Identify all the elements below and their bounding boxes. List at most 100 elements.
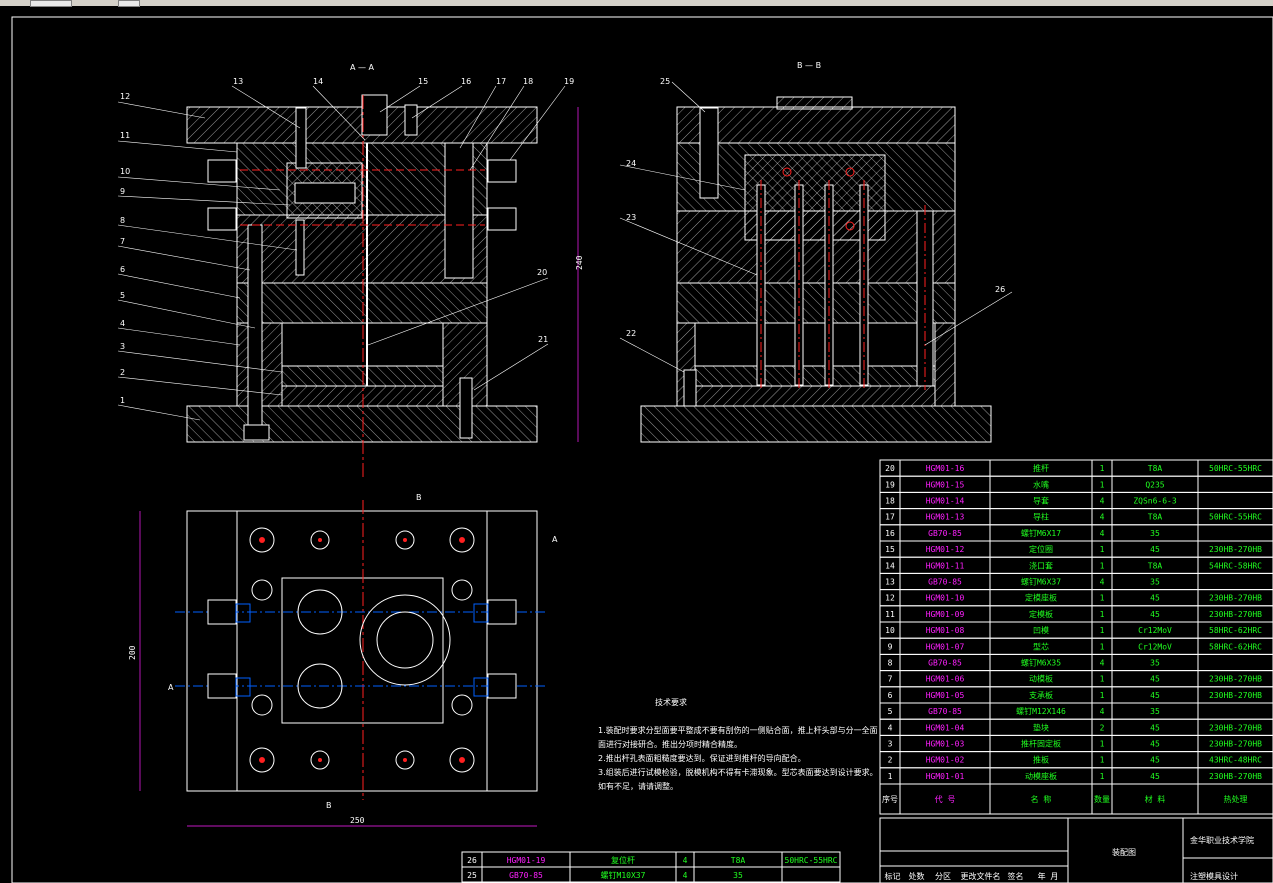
- bom-cell-mat: 45: [1150, 594, 1160, 603]
- bom-lower-cell-qty: 4: [683, 856, 688, 865]
- title-col-label: 分区: [935, 872, 951, 881]
- bom-cell-name: 动模座板: [1025, 771, 1057, 781]
- plan-label-b: B: [416, 493, 422, 502]
- bom-cell-qty: 4: [1100, 497, 1105, 506]
- bom-cell-name: 支承板: [1029, 690, 1053, 700]
- balloon-11: 11: [120, 131, 130, 140]
- balloon-7: 7: [120, 237, 125, 246]
- bom-cell-no: 11: [885, 610, 895, 619]
- bom-cell-note: 热处理: [1224, 794, 1248, 804]
- bom-cell-mat: T8A: [1148, 464, 1163, 473]
- notes-line-3: 2.推出杆孔表面粗糙度要达到。保证进到推杆的导向配合。: [598, 753, 806, 763]
- screw: [295, 107, 307, 169]
- bom-cell-code: HGM01-06: [926, 675, 965, 684]
- balloon-15: 15: [418, 77, 428, 86]
- bom-cell-qty: 4: [1100, 578, 1105, 587]
- bom-cell-mat: 35: [1150, 707, 1160, 716]
- balloon-26: 26: [995, 285, 1005, 294]
- long-screw: [247, 224, 263, 426]
- bom-cell-qty: 4: [1100, 529, 1105, 538]
- balloon-13: 13: [233, 77, 243, 86]
- balloon-18: 18: [523, 77, 533, 86]
- bom-cell-mat: 45: [1150, 610, 1160, 619]
- bom-cell-no: 16: [885, 529, 895, 538]
- title-block: [879, 817, 1273, 883]
- balloon-25: 25: [660, 77, 670, 86]
- bom-cell-name: 垫块: [1033, 722, 1049, 732]
- bom-cell-name: 推板: [1033, 755, 1049, 765]
- tab[interactable]: [118, 0, 140, 7]
- tab[interactable]: [30, 0, 72, 7]
- sprue-bushing: [361, 94, 388, 136]
- title-col-label: 处数: [909, 871, 925, 881]
- bom-cell-qty: 2: [1100, 723, 1105, 732]
- bom-cell-qty: 1: [1100, 642, 1105, 651]
- bom-lower-cell-name: 螺钉M10X37: [601, 870, 646, 880]
- bom-cell-code: GB70-85: [928, 529, 962, 538]
- bom-cell-name: 名 称: [1031, 794, 1052, 804]
- bom-lower-cell-mat: 35: [733, 871, 743, 880]
- bom-cell-name: 定模板: [1029, 609, 1053, 619]
- screw: [404, 104, 418, 136]
- section-bb-view: B — B: [619, 61, 1013, 443]
- bom-cell-mat: 45: [1150, 691, 1160, 700]
- bom-cell-code: HGM01-08: [926, 626, 965, 635]
- balloon-3: 3: [120, 342, 125, 351]
- bom-cell-qty: 1: [1100, 675, 1105, 684]
- bom-cell-no: 19: [885, 480, 895, 489]
- bom-cell-name: 定位圈: [1029, 544, 1053, 554]
- balloon-17: 17: [496, 77, 506, 86]
- bom-cell-code: HGM01-15: [926, 480, 965, 489]
- balloon-12: 12: [120, 92, 130, 101]
- balloon-10: 10: [120, 167, 130, 176]
- bom-cell-qty: 4: [1100, 513, 1105, 522]
- bom-cell-code: 代 号: [935, 794, 956, 804]
- bom-cell-code: HGM01-01: [926, 772, 965, 781]
- bom-cell-note: 230HB-270HB: [1209, 594, 1262, 603]
- bom-cell-no: 3: [888, 740, 893, 749]
- bom-lower-cell-no: 26: [467, 856, 477, 865]
- plan-outline: [186, 510, 538, 792]
- screw: [295, 219, 305, 276]
- balloon-14: 14: [313, 77, 323, 86]
- bom-cell-mat: 45: [1150, 545, 1160, 554]
- support-plate: [236, 282, 488, 324]
- title-col-label: 年 月: [1038, 871, 1059, 881]
- plan-label-a: A: [168, 683, 174, 692]
- bom-cell-qty: 1: [1100, 464, 1105, 473]
- balloon-8: 8: [120, 216, 125, 225]
- balloon-4: 4: [120, 319, 125, 328]
- bom-cell-note: 58HRC-62HRC: [1209, 626, 1262, 635]
- bom-cell-no: 序号: [882, 794, 898, 804]
- bom-cell-name: 浇口套: [1029, 560, 1053, 570]
- bom-lower-cell-name: 复位杆: [611, 855, 635, 865]
- bom-cell-name: 螺钉M6X37: [1021, 577, 1061, 587]
- bom-cell-code: HGM01-09: [926, 610, 965, 619]
- bom-cell-qty: 1: [1100, 691, 1105, 700]
- bom-lower-cell-qty: 4: [683, 871, 688, 880]
- window-top-strip: [0, 0, 1273, 7]
- balloon-1: 1: [120, 396, 125, 405]
- bom-cell-code: HGM01-14: [926, 497, 965, 506]
- bom-cell-mat: Q235: [1145, 480, 1164, 489]
- bom-cell-note: 230HB-270HB: [1209, 691, 1262, 700]
- guide-pillar: [444, 142, 474, 279]
- balloon-2: 2: [120, 368, 125, 377]
- bom-cell-no: 15: [885, 545, 895, 554]
- bom-cell-no: 4: [888, 723, 893, 732]
- bom-cell-mat: 35: [1150, 659, 1160, 668]
- bom-cell-no: 17: [885, 513, 895, 522]
- section-label-aa: A — A: [350, 63, 375, 72]
- bom-cell-mat: 35: [1150, 578, 1160, 587]
- balloon-21: 21: [538, 335, 548, 344]
- plan-label-b-bottom: B: [326, 801, 332, 810]
- section-label-bb: B — B: [797, 61, 821, 70]
- bom-cell-mat: 35: [1150, 529, 1160, 538]
- bom-cell-mat: ZQSn6-6-3: [1133, 497, 1177, 506]
- bom-cell-code: HGM01-04: [926, 723, 965, 732]
- bom-cell-qty: 1: [1100, 561, 1105, 570]
- bom-cell-note: 230HB-270HB: [1209, 772, 1262, 781]
- bom-cell-note: 43HRC-48HRC: [1209, 756, 1262, 765]
- bom-cell-mat: T8A: [1148, 561, 1163, 570]
